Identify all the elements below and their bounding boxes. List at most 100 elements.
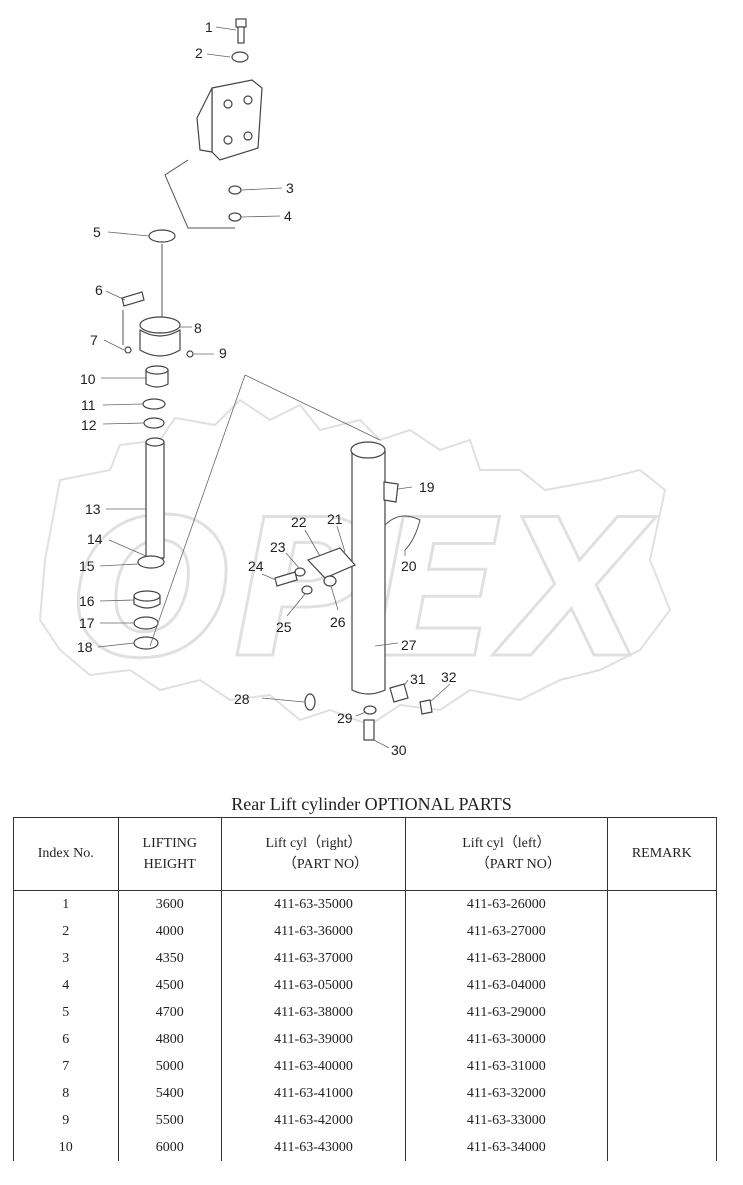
cell-height: 4800 <box>117 1026 222 1053</box>
cell-right-part: 411-63-37000 <box>220 945 407 972</box>
cylinder-barrel-part <box>350 441 399 695</box>
callout-8: 8 <box>194 320 202 336</box>
callout-31: 31 <box>410 671 426 687</box>
header-left-line1: Lift cyl（left） <box>462 836 551 851</box>
cell-right-part: 411-63-35000 <box>220 890 407 918</box>
cell-left-part: 411-63-33000 <box>405 1107 608 1134</box>
callout-19: 19 <box>419 479 435 495</box>
cell-height: 6000 <box>117 1134 222 1161</box>
callout-2: 2 <box>195 45 203 61</box>
callout-3: 3 <box>286 180 294 196</box>
header-index-label: Index No. <box>37 846 94 861</box>
cell-right-part: 411-63-38000 <box>220 999 407 1026</box>
cell-index: 5 <box>13 999 119 1026</box>
cell-height: 3600 <box>117 890 222 918</box>
cell-height: 5500 <box>117 1107 222 1134</box>
cell-right-part: 411-63-40000 <box>220 1053 407 1080</box>
exploded-parts-diagram: OPEX <box>38 18 672 758</box>
callout-26: 26 <box>330 614 346 630</box>
table-row: 4 4500 411-63-05000 411-63-04000 <box>13 972 718 999</box>
header-lifting-line1: LIFTING <box>142 836 197 851</box>
table-header-row: Index No. LIFTING HEIGHT Lift cyl（right）… <box>13 817 718 891</box>
table-row: 8 5400 411-63-41000 411-63-32000 <box>13 1080 718 1107</box>
cell-left-part: 411-63-04000 <box>405 972 608 999</box>
cell-left-part: 411-63-26000 <box>405 890 608 918</box>
cell-height: 4700 <box>117 999 222 1026</box>
header-right-line1: Lift cyl（right） <box>265 836 362 851</box>
callout-29: 29 <box>337 710 353 726</box>
table-row: 6 4800 411-63-39000 411-63-30000 <box>13 1026 718 1053</box>
cell-height: 5400 <box>117 1080 222 1107</box>
cell-right-part: 411-63-05000 <box>220 972 407 999</box>
callout-27: 27 <box>401 637 417 653</box>
cell-remark <box>606 890 718 918</box>
callout-12: 12 <box>81 417 97 433</box>
callout-23: 23 <box>270 539 286 555</box>
cell-remark <box>606 945 718 972</box>
cell-left-part: 411-63-34000 <box>405 1134 608 1161</box>
cell-right-part: 411-63-41000 <box>220 1080 407 1107</box>
cell-left-part: 411-63-27000 <box>405 918 608 945</box>
callout-6: 6 <box>95 282 103 298</box>
callout-24: 24 <box>248 558 264 574</box>
bracket-part <box>196 79 263 161</box>
callout-11: 11 <box>81 397 96 413</box>
header-left-cyl: Lift cyl（left） （PART NO） <box>405 817 608 891</box>
cell-right-part: 411-63-43000 <box>220 1134 407 1161</box>
callout-25: 25 <box>276 619 292 635</box>
table-row: 5 4700 411-63-38000 411-63-29000 <box>13 999 718 1026</box>
optional-parts-table: Index No. LIFTING HEIGHT Lift cyl（right）… <box>13 817 718 1161</box>
cylinder-head-part <box>124 316 194 358</box>
table-row: 9 5500 411-63-42000 411-63-33000 <box>13 1107 718 1134</box>
callout-28: 28 <box>234 691 250 707</box>
cell-height: 4350 <box>117 945 222 972</box>
callout-16: 16 <box>79 593 95 609</box>
callout-32: 32 <box>441 669 457 685</box>
table-row: 7 5000 411-63-40000 411-63-31000 <box>13 1053 718 1080</box>
callout-15: 15 <box>79 558 95 574</box>
cell-remark <box>606 1134 718 1161</box>
bolt-part <box>235 18 247 44</box>
callout-10: 10 <box>80 371 96 387</box>
piston-rod-part <box>137 437 165 569</box>
callout-18: 18 <box>77 639 93 655</box>
callout-5: 5 <box>93 224 101 240</box>
callout-labels: 1 2 3 4 5 6 7 8 9 10 11 12 13 14 15 16 1… <box>77 19 457 758</box>
header-index: Index No. <box>13 817 119 891</box>
cell-left-part: 411-63-29000 <box>405 999 608 1026</box>
callout-21: 21 <box>327 511 343 527</box>
cell-index: 10 <box>13 1134 119 1161</box>
table-row: 1 3600 411-63-35000 411-63-26000 <box>13 890 718 918</box>
callout-30: 30 <box>391 742 407 758</box>
header-left-line2: （PART NO） <box>475 857 561 872</box>
cell-remark <box>606 1026 718 1053</box>
cell-index: 4 <box>13 972 119 999</box>
table-row: 3 4350 411-63-37000 411-63-28000 <box>13 945 718 972</box>
cell-index: 3 <box>13 945 119 972</box>
cell-index: 6 <box>13 1026 119 1053</box>
header-lifting-height: LIFTING HEIGHT <box>117 817 222 891</box>
cell-remark <box>606 1080 718 1107</box>
cell-index: 8 <box>13 1080 119 1107</box>
cell-remark <box>606 1107 718 1134</box>
cell-index: 1 <box>13 890 119 918</box>
cell-remark <box>606 972 718 999</box>
cell-right-part: 411-63-42000 <box>220 1107 407 1134</box>
cell-left-part: 411-63-31000 <box>405 1053 608 1080</box>
cell-height: 5000 <box>117 1053 222 1080</box>
table-row: 2 4000 411-63-36000 411-63-27000 <box>13 918 718 945</box>
header-lifting-line2: HEIGHT <box>143 857 196 872</box>
cell-remark <box>606 918 718 945</box>
callout-20: 20 <box>401 558 417 574</box>
cell-height: 4500 <box>117 972 222 999</box>
cell-left-part: 411-63-28000 <box>405 945 608 972</box>
header-right-cyl: Lift cyl（right） （PART NO） <box>220 817 407 891</box>
cell-height: 4000 <box>117 918 222 945</box>
callout-4: 4 <box>284 208 292 224</box>
cell-index: 9 <box>13 1107 119 1134</box>
cell-right-part: 411-63-39000 <box>220 1026 407 1053</box>
callout-22: 22 <box>291 514 307 530</box>
cell-index: 7 <box>13 1053 119 1080</box>
cell-right-part: 411-63-36000 <box>220 918 407 945</box>
callout-9: 9 <box>219 345 227 361</box>
